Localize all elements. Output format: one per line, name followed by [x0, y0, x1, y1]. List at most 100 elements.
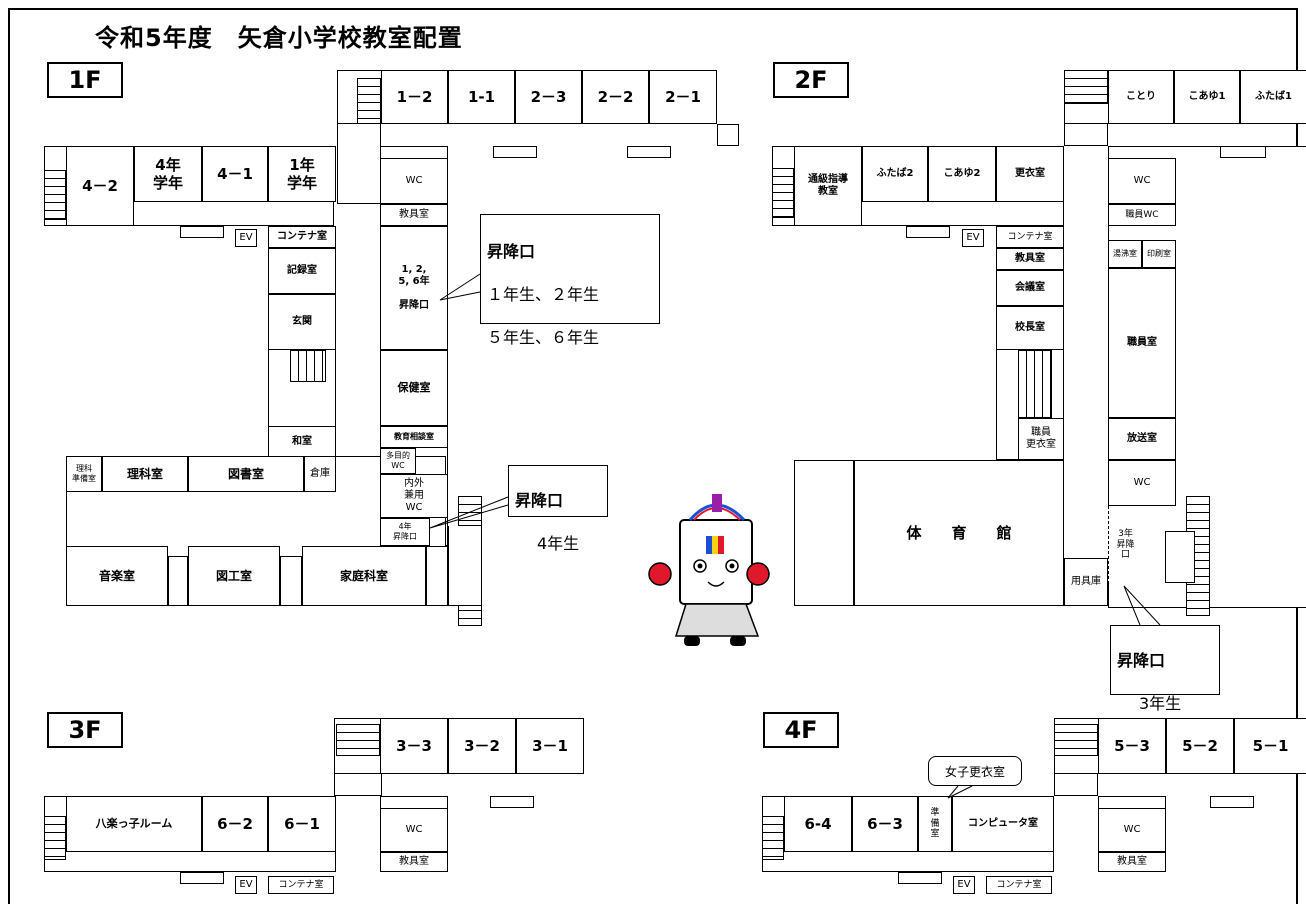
wall-box: [168, 556, 188, 606]
classroom-3-1: 3－1: [516, 718, 584, 774]
mascot-stripe: [706, 536, 712, 554]
music-room: 音楽室: [66, 546, 168, 606]
stairs: [44, 816, 66, 860]
teaching-materials-room: 教具室: [380, 204, 448, 226]
callout-pointer: [1123, 585, 1161, 626]
classroom-6-1: 6－1: [268, 796, 336, 852]
callout-pointer: [947, 785, 973, 799]
entrance-grades-1-2-5-6: 1, 2, 5, 6年 昇降口: [380, 226, 448, 350]
mascot-body: [679, 519, 753, 605]
grade-room-4: 4年 学年: [134, 146, 202, 202]
mascot-stripe: [712, 536, 718, 554]
stairs: [772, 168, 794, 218]
entrance-hall: 玄関: [268, 294, 336, 350]
floor-label-3f: 3F: [47, 712, 123, 748]
classroom-5-1: 5－1: [1234, 718, 1306, 774]
callout-entrance-main: 昇降口 １年生、２年生 ５年生、６年生: [480, 214, 660, 347]
gym-annex: [794, 460, 854, 606]
elevator: EV: [953, 876, 975, 894]
corridor-1f-link: [337, 124, 381, 204]
restroom: WC: [1108, 158, 1176, 204]
teaching-materials-room: 教具室: [380, 852, 448, 872]
school-mascot: [648, 494, 770, 646]
callout-girls-changing-room: 女子更衣室: [928, 756, 1022, 786]
room-koayu-2: こあゆ2: [928, 146, 996, 202]
container-room: コンテナ室: [996, 226, 1064, 248]
classroom-3-2: 3－2: [448, 718, 516, 774]
callout-line: １年生、２年生: [487, 285, 600, 304]
classroom-2-3: 2－3: [515, 70, 582, 124]
staff-restroom: 職員WC: [1108, 204, 1176, 226]
arts-crafts-room: 図工室: [188, 546, 280, 606]
records-room: 記録室: [268, 248, 336, 294]
corridor-1f-stair-link: [448, 526, 482, 606]
stairs: [1054, 724, 1098, 756]
classroom-5-3: 5－3: [1098, 718, 1166, 774]
mascot-foot: [684, 636, 700, 646]
japanese-room: 和室: [268, 426, 336, 458]
mascot-mouth: [707, 581, 725, 587]
shared-restroom: 内外 兼用 WC: [380, 474, 448, 518]
mascot-glove-left: [648, 562, 672, 586]
classroom-6-4: 6-4: [784, 796, 852, 852]
container-room: コンテナ室: [986, 876, 1052, 894]
classroom-2-2: 2－2: [582, 70, 649, 124]
restroom: WC: [1108, 460, 1176, 506]
mascot-flag: [712, 494, 722, 512]
mascot-stripe: [718, 536, 724, 554]
grade-room-1: 1年 学年: [268, 146, 336, 202]
classroom-6-2: 6－2: [202, 796, 268, 852]
callout-line: ５年生、６年生: [487, 328, 600, 347]
stairs: [458, 602, 482, 626]
stairs: [762, 816, 784, 860]
stairs: [336, 724, 380, 756]
teaching-materials-room: 教具室: [996, 248, 1064, 270]
stairs: [1018, 350, 1052, 418]
mascot-pupil: [729, 563, 735, 569]
container-room: コンテナ室: [268, 876, 334, 894]
storage-room: 倉庫: [304, 456, 336, 492]
callout-title: 昇降口: [1117, 651, 1166, 670]
corridor-4f-link: [1054, 774, 1098, 796]
classroom-6-3: 6－3: [852, 796, 918, 852]
floor-label-1f: 1F: [47, 62, 123, 98]
classroom-2-1: 2－1: [649, 70, 717, 124]
callout-entrance-3: 昇降口 3年生: [1110, 625, 1220, 713]
elevator: EV: [235, 876, 257, 894]
container-room: コンテナ室: [268, 226, 336, 248]
classroom-5-2: 5－2: [1166, 718, 1234, 774]
staff-room: 職員室: [1108, 268, 1176, 418]
mascot-glove-right: [746, 562, 770, 586]
wall-box: [426, 546, 448, 606]
callout-entrance-4: 昇降口 4年生: [508, 465, 608, 553]
computer-room: コンピュータ室: [952, 796, 1054, 852]
home-economics-room: 家庭科室: [302, 546, 426, 606]
restroom: WC: [380, 158, 448, 204]
stairs: [357, 78, 381, 124]
health-room: 保健室: [380, 350, 448, 426]
yaguracco-room: 八楽っ子ルーム: [66, 796, 202, 852]
stairs: [717, 124, 739, 146]
restroom: WC: [380, 808, 448, 852]
room-kotori: ことり: [1108, 70, 1174, 124]
callout-pointer: [439, 273, 481, 301]
printing-room: 印刷室: [1142, 240, 1176, 268]
wall-box: [490, 796, 534, 808]
science-room: 理科室: [102, 456, 188, 492]
counseling-room: 教育相談室: [380, 426, 448, 448]
wall-box: [180, 872, 224, 884]
entrance-grade-3: 3年 昇降 口: [1108, 506, 1142, 584]
wall-box: [1220, 146, 1266, 158]
wall-box: [627, 146, 671, 158]
meeting-room: 会議室: [996, 270, 1064, 306]
library: 図書室: [188, 456, 304, 492]
corridor-2f-link: [1064, 124, 1108, 146]
staff-changing-room: 職員 更衣室: [1018, 418, 1064, 460]
classroom-1-2: 1－2: [381, 70, 448, 124]
room-futaba-1: ふたば1: [1240, 70, 1306, 124]
restroom: WC: [1098, 808, 1166, 852]
gymnasium: 体 育 館: [854, 460, 1064, 606]
stairs: [458, 496, 482, 526]
equipment-storage: 用具庫: [1064, 558, 1108, 606]
